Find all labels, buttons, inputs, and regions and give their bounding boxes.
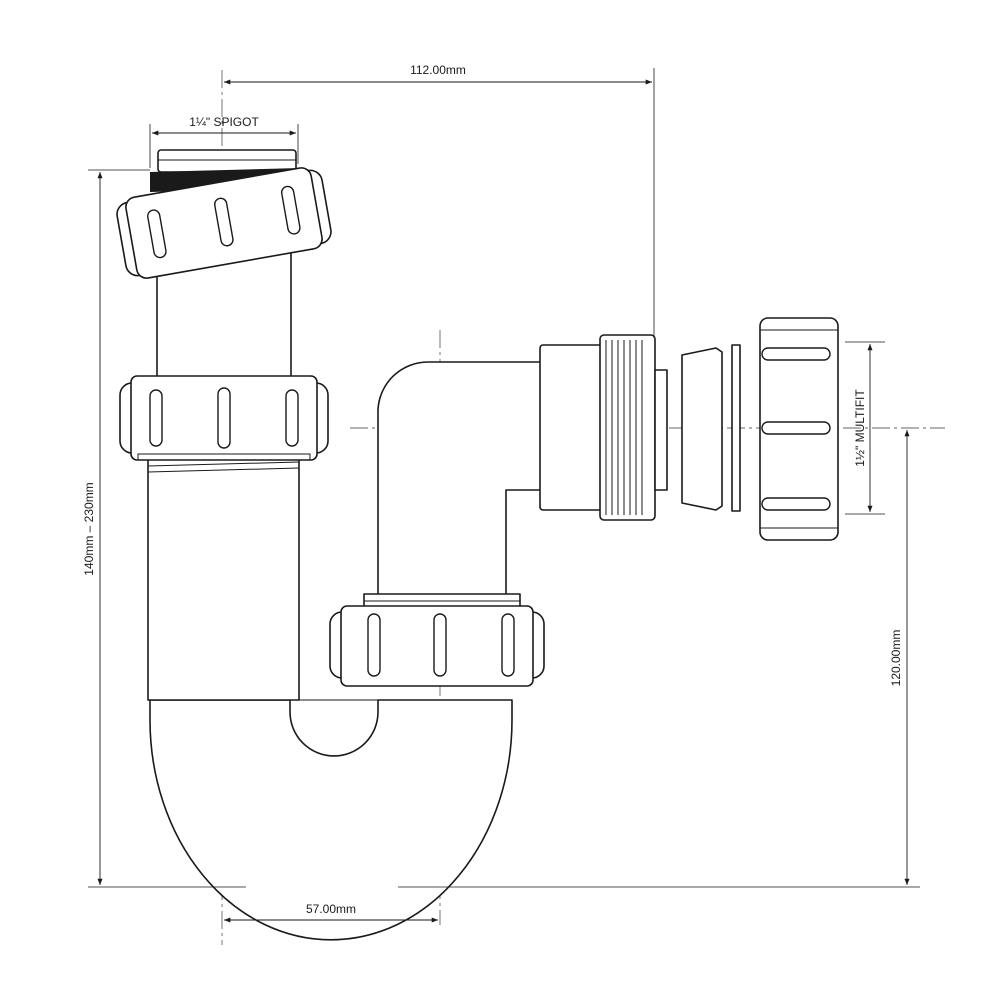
outlet-body <box>539 344 603 511</box>
multifit-nut <box>759 317 839 541</box>
outlet-thread <box>599 334 656 521</box>
riser-nut <box>329 605 545 687</box>
spigot-nut <box>116 167 332 279</box>
cone-washer <box>681 347 723 511</box>
riser-elbow <box>377 361 543 601</box>
tube-thread-line <box>147 461 300 467</box>
lower-inlet-tube <box>147 457 300 701</box>
inlet-nut <box>119 375 329 461</box>
dim-label-120: 120.00mm <box>889 630 903 687</box>
outlet-spigot-end <box>654 369 668 491</box>
dim-label-multifit: 1½" MULTIFIT <box>853 389 867 467</box>
dim-label-height: 140mm – 230mm <box>82 482 96 575</box>
dim-label-112: 112.00mm <box>410 63 466 77</box>
tube-thread-line <box>147 467 300 473</box>
dim-label-spigot: 1¼" SPIGOT <box>189 115 259 129</box>
dim-label-57: 57.00mm <box>306 902 356 916</box>
flat-washer <box>731 344 741 512</box>
u-bend <box>149 699 513 941</box>
